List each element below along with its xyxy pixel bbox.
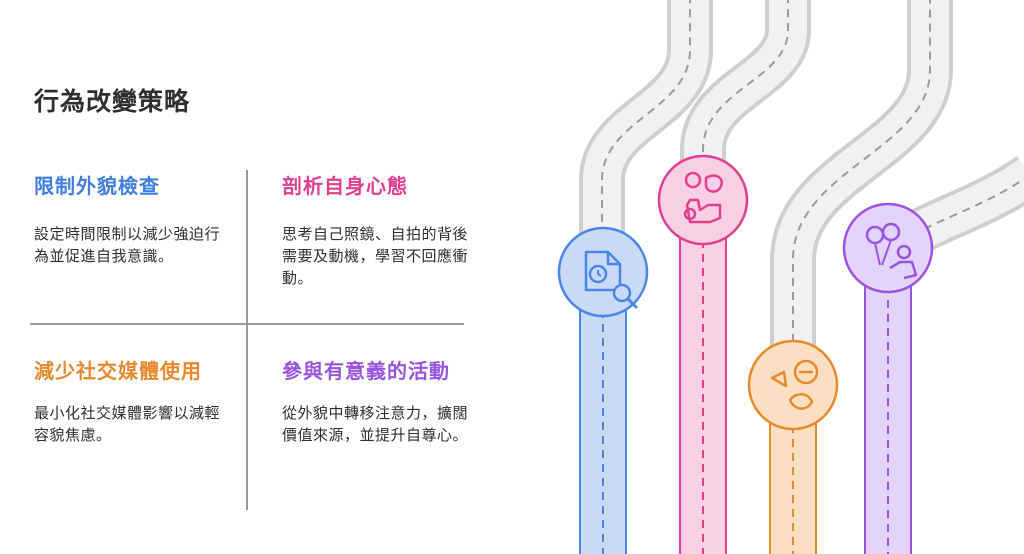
vertical-divider (246, 170, 248, 510)
strategy-card-limit-checking: 限制外貌檢查 設定時間限制以減少強迫行為並促進自我意識。 (34, 172, 234, 267)
road-paths-graphic (557, 0, 1024, 554)
pink-road (679, 199, 727, 554)
strategy-card-analyze-mindset: 剖析自身心態 思考自己照鏡、自拍的背後需要及動機，學習不回應衝動。 (282, 172, 482, 289)
page-title: 行為改變策略 (34, 87, 191, 116)
card-description: 最小化社交媒體影響以減輕容貌焦慮。 (34, 404, 221, 444)
card-title: 參與有意義的活動 (282, 359, 450, 383)
strategy-card-meaningful-activities: 參與有意義的活動 從外貌中轉移注意力，擴闊價值來源，並提升自尊心。 (282, 357, 482, 446)
face-icon (747, 339, 839, 431)
balloon-person-icon (657, 154, 749, 246)
balloons-person-icon (842, 202, 934, 294)
card-description: 設定時間限制以減少強迫行為並促進自我意識。 (34, 225, 221, 265)
card-title: 限制外貌檢查 (34, 174, 160, 198)
gray-roads (579, 0, 1024, 370)
purple-road (864, 264, 912, 554)
card-title: 剖析自身心態 (282, 174, 408, 198)
horizontal-divider (30, 323, 464, 325)
card-description: 思考自己照鏡、自拍的背後需要及動機，學習不回應衝動。 (282, 225, 469, 287)
document-clock-search-icon (557, 226, 649, 318)
card-description: 從外貌中轉移注意力，擴闊價值來源，並提升自尊心。 (282, 404, 469, 444)
card-title: 減少社交媒體使用 (34, 359, 202, 383)
strategy-card-reduce-social-media: 減少社交媒體使用 最小化社交媒體影響以減輕容貌焦慮。 (34, 357, 234, 446)
